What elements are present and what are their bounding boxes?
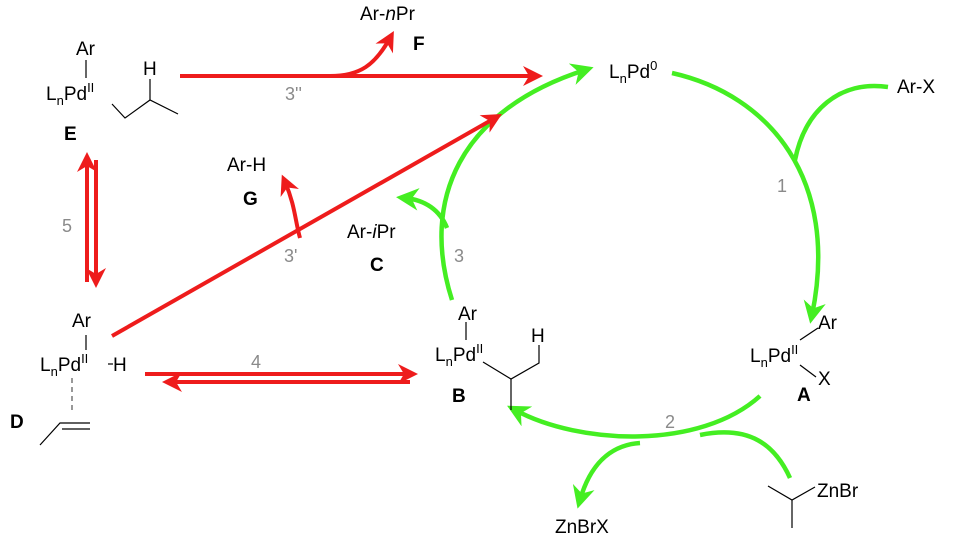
e-pd-complex: LnPdII: [46, 80, 94, 108]
d-ar: Ar: [72, 311, 92, 332]
a-x: X: [818, 369, 831, 390]
a-x-bond: [799, 364, 817, 378]
arrow-d-to-pd0: [111, 114, 502, 338]
e-ar: Ar: [76, 39, 96, 60]
ar-x-incoming-arrow: [792, 83, 889, 161]
g-outgoing-arrow: [280, 174, 302, 239]
a-ar-bond: [799, 327, 819, 341]
c-outgoing-arrow: [396, 188, 450, 229]
step-label-5: 5: [62, 216, 72, 236]
f-product: Ar-nPr: [360, 4, 416, 25]
compound-label-e: E: [64, 124, 77, 145]
organozinc-chain: [767, 485, 816, 501]
compound-label-c: C: [370, 255, 384, 276]
a-ar: Ar: [818, 313, 838, 334]
e-h: H: [143, 59, 157, 80]
compound-label-a: A: [797, 385, 811, 406]
organozinc-znbr: ZnBr: [817, 481, 859, 502]
d-pd-complex: LnPdII: [40, 351, 88, 379]
e-propyl-chain: [111, 99, 179, 119]
step-label-4: 4: [251, 352, 261, 372]
f-outgoing-arrow: [329, 31, 394, 78]
compound-label-b: B: [452, 386, 466, 407]
step-label-2: 2: [665, 412, 675, 432]
step-label-3-double-prime: 3'': [285, 84, 302, 104]
compound-label-f: F: [413, 34, 425, 55]
b-h: H: [531, 326, 545, 347]
compound-label-d: D: [10, 412, 24, 433]
b-pd-complex: LnPdII: [435, 341, 483, 369]
znbrx-outgoing-arrow: [572, 440, 641, 509]
a-pd-complex: LnPdII: [750, 342, 798, 370]
step-label-3: 3: [454, 246, 464, 266]
step-label-3-prime: 3': [284, 246, 297, 266]
d-h: H: [113, 355, 127, 376]
compound-label-g: G: [243, 189, 258, 210]
b-chain: [482, 345, 540, 380]
step-label-1: 1: [777, 176, 787, 196]
b-ar: Ar: [458, 304, 478, 325]
organozinc-incoming-arrow: [699, 430, 793, 479]
g-product: Ar-H: [227, 155, 266, 176]
d-propene: [39, 422, 90, 446]
pd0-complex: LnPd0: [609, 58, 657, 86]
ar-x-reagent: Ar-X: [897, 77, 935, 98]
cycle-arrow-oxidative-addition: [671, 70, 826, 324]
c-product: Ar-iPr: [347, 222, 396, 243]
cycle-arrow-transmetalation: [507, 394, 762, 439]
znbrx-byproduct: ZnBrX: [555, 517, 609, 538]
cycle-arrow-reductive-elimination: [439, 63, 594, 301]
